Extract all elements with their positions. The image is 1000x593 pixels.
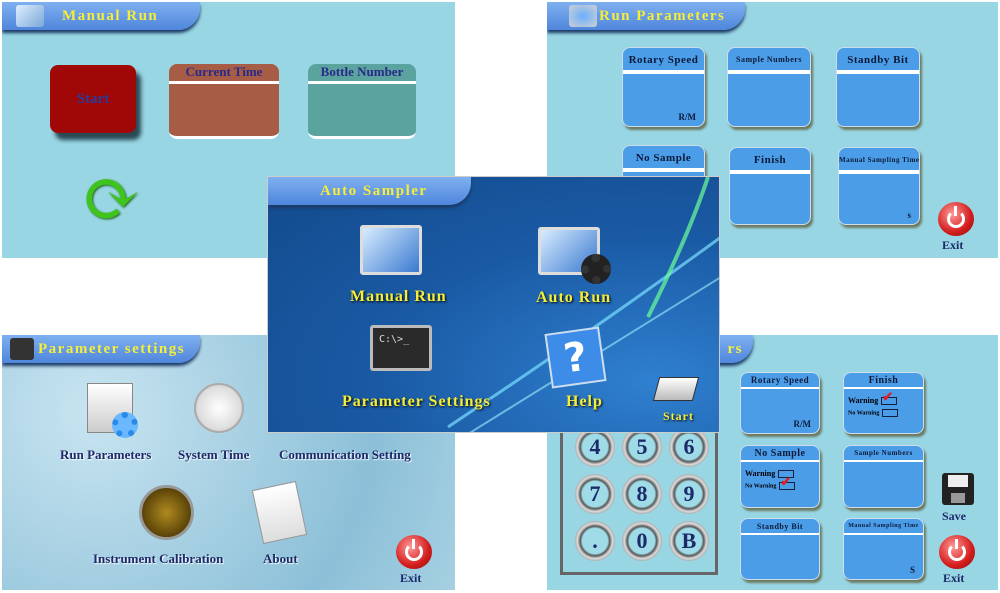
manual-run-header: Manual Run xyxy=(2,2,200,30)
exit-label[interactable]: Exit xyxy=(942,238,964,252)
checkbox-checked[interactable] xyxy=(881,389,898,406)
exit-power-icon[interactable] xyxy=(396,535,432,569)
key-8[interactable]: 8 xyxy=(622,474,662,514)
no-sample-no-warning-option[interactable]: No Warning xyxy=(745,474,819,491)
instrument-calibration-icon[interactable] xyxy=(139,485,194,540)
key-7[interactable]: 7 xyxy=(575,474,615,514)
finish-field: Finish Warning No Warning xyxy=(843,372,924,434)
auto-sampler-header: Auto Sampler xyxy=(268,177,471,205)
option-label: Warning xyxy=(848,396,879,405)
field-label: Finish xyxy=(730,148,810,174)
help-icon[interactable]: ? xyxy=(544,326,607,389)
exit-label[interactable]: Exit xyxy=(400,571,422,585)
communication-setting-item[interactable]: Communication Setting xyxy=(279,447,411,462)
finish-no-warning-option[interactable]: No Warning xyxy=(848,409,923,418)
no-sample-field: No Sample Warning No Warning xyxy=(740,445,820,508)
refresh-icon[interactable]: ⟳ xyxy=(82,161,141,238)
background-swoosh xyxy=(447,177,719,432)
key-5[interactable]: 5 xyxy=(622,427,662,467)
panel-title: rs xyxy=(727,340,743,357)
run-parameters-icon[interactable] xyxy=(87,383,138,438)
panel-title: Auto Sampler xyxy=(320,182,428,199)
manual-sampling-time-field[interactable]: Manual Sampling Time s xyxy=(838,147,920,225)
start-item[interactable]: Start xyxy=(663,409,694,423)
unit-label: s xyxy=(907,210,911,220)
exit-power-icon[interactable] xyxy=(938,202,974,236)
save-floppy-icon[interactable] xyxy=(942,473,974,505)
instrument-calibration-item[interactable]: Instrument Calibration xyxy=(93,551,224,566)
help-item[interactable]: Help xyxy=(566,393,603,410)
start-icon[interactable] xyxy=(652,377,700,401)
key-0[interactable]: 0 xyxy=(622,521,662,561)
current-time-field[interactable]: Current Time xyxy=(169,64,279,139)
gears-icon xyxy=(569,5,597,27)
exit-label[interactable]: Exit xyxy=(943,571,965,585)
notepad-icon xyxy=(16,5,44,27)
checkbox-unchecked[interactable] xyxy=(882,409,899,418)
option-label: No Warning xyxy=(848,410,880,417)
field-label: Rotary Speed xyxy=(741,373,819,389)
manual-run-item[interactable]: Manual Run xyxy=(350,288,447,305)
auto-run-item[interactable]: Auto Run xyxy=(536,289,612,306)
panel-title: Run Parameters xyxy=(599,7,726,24)
field-label: No Sample xyxy=(623,146,704,172)
field-label: Manual Sampling Time xyxy=(844,519,923,535)
system-time-icon[interactable] xyxy=(194,383,244,433)
manual-run-panel: Manual Run Start Current Time Bottle Num… xyxy=(2,2,455,258)
option-label: No Warning xyxy=(745,483,777,490)
run-parameters-item[interactable]: Run Parameters xyxy=(60,447,152,462)
run-parameters-header: Run Parameters xyxy=(547,2,745,30)
manual-run-icon[interactable] xyxy=(360,225,422,275)
about-icon[interactable] xyxy=(251,480,308,545)
save-label[interactable]: Save xyxy=(942,509,966,523)
key-9[interactable]: 9 xyxy=(669,474,709,514)
parameter-settings-header: Parameter settings xyxy=(2,335,200,363)
unit-label: R/M xyxy=(793,419,812,429)
finish-field[interactable]: Finish xyxy=(729,147,811,225)
key-4[interactable]: 4 xyxy=(575,427,615,467)
field-label: Standby Bit xyxy=(741,519,819,535)
field-label: Rotary Speed xyxy=(623,48,704,74)
finish-warning-option[interactable]: Warning xyxy=(848,389,923,406)
panel-title: Manual Run xyxy=(62,7,159,24)
unit-label: S xyxy=(909,565,915,575)
key-dot[interactable]: . xyxy=(575,521,615,561)
terminal-icon xyxy=(10,338,34,360)
field-label: Sample Numbers xyxy=(728,48,810,74)
bottle-number-label: Bottle Number xyxy=(308,64,416,84)
parameter-settings-item[interactable]: Parameter Settings xyxy=(342,393,491,410)
sample-numbers-field[interactable]: Sample Numbers xyxy=(843,445,924,508)
sample-numbers-field[interactable]: Sample Numbers xyxy=(727,47,811,127)
field-label: No Sample xyxy=(741,446,819,462)
unit-label: R/M xyxy=(678,112,697,122)
field-label: Finish xyxy=(844,373,923,389)
system-time-item[interactable]: System Time xyxy=(178,447,250,462)
checkbox-checked[interactable] xyxy=(779,474,796,491)
parameter-settings-icon[interactable]: C:\>_ xyxy=(370,325,432,371)
field-label: Standby Bit xyxy=(837,48,919,74)
standby-bit-field[interactable]: Standby Bit xyxy=(740,518,820,580)
standby-bit-field[interactable]: Standby Bit xyxy=(836,47,920,127)
panel-title: Parameter settings xyxy=(38,340,186,357)
key-6[interactable]: 6 xyxy=(669,427,709,467)
auto-sampler-panel: Auto Sampler C:\>_ ? Manual Run Auto Run… xyxy=(267,176,720,433)
current-time-label: Current Time xyxy=(169,64,279,84)
key-backspace[interactable]: B xyxy=(669,521,709,561)
exit-power-icon[interactable] xyxy=(939,535,975,569)
start-button[interactable]: Start xyxy=(50,65,136,133)
option-label: Warning xyxy=(745,469,776,478)
about-item[interactable]: About xyxy=(263,551,298,566)
auto-run-icon[interactable] xyxy=(538,227,611,284)
bottle-number-field[interactable]: Bottle Number xyxy=(308,64,416,139)
field-label: Sample Numbers xyxy=(844,446,923,462)
keypad: 4 5 6 7 8 9 . 0 B xyxy=(560,375,718,575)
field-label: Manual Sampling Time xyxy=(839,148,919,174)
